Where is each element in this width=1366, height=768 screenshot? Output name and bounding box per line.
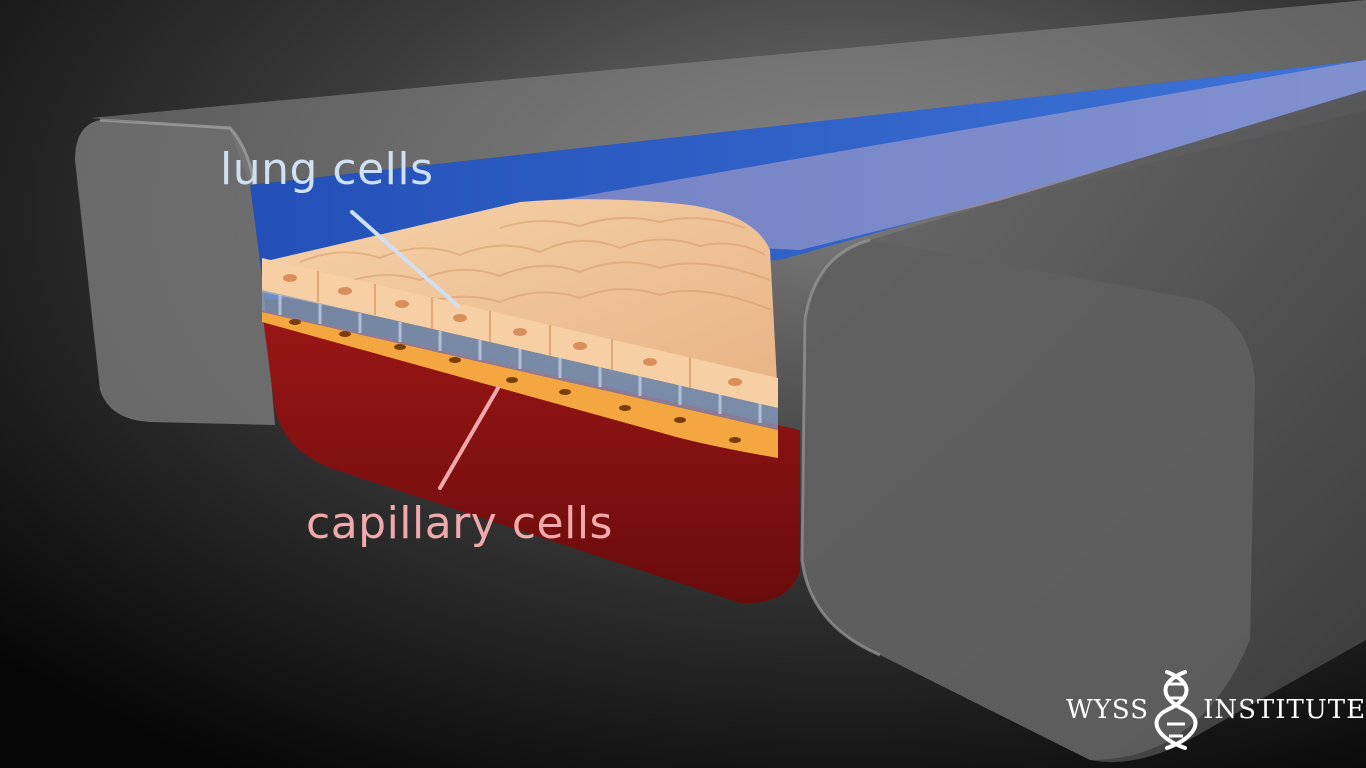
right-wall-edge [800, 238, 881, 657]
logo-text-left: WYSS [1066, 695, 1150, 725]
air-channel-far-cells [560, 60, 1366, 250]
double-helix-icon [1154, 670, 1198, 750]
capillary-cells-leader-line [438, 386, 500, 490]
porous-membrane [262, 290, 778, 430]
capillary-cell-row [262, 312, 778, 458]
wyss-institute-logo: WYSS INSTITUTE [1066, 668, 1366, 752]
lung-cell-row [262, 258, 778, 408]
lung-cells-label: lung cells [220, 144, 434, 195]
top-back-wall [90, 0, 1366, 185]
capillary-cells-label: capillary cells [306, 498, 613, 549]
lung-cell-bumps [299, 216, 773, 311]
right-wall-face [802, 240, 1255, 760]
lung-cells-leader-line [350, 210, 460, 308]
blood-channel [262, 310, 800, 604]
logo-text-right: INSTITUTE [1203, 695, 1366, 725]
left-channel-wall [75, 120, 275, 425]
